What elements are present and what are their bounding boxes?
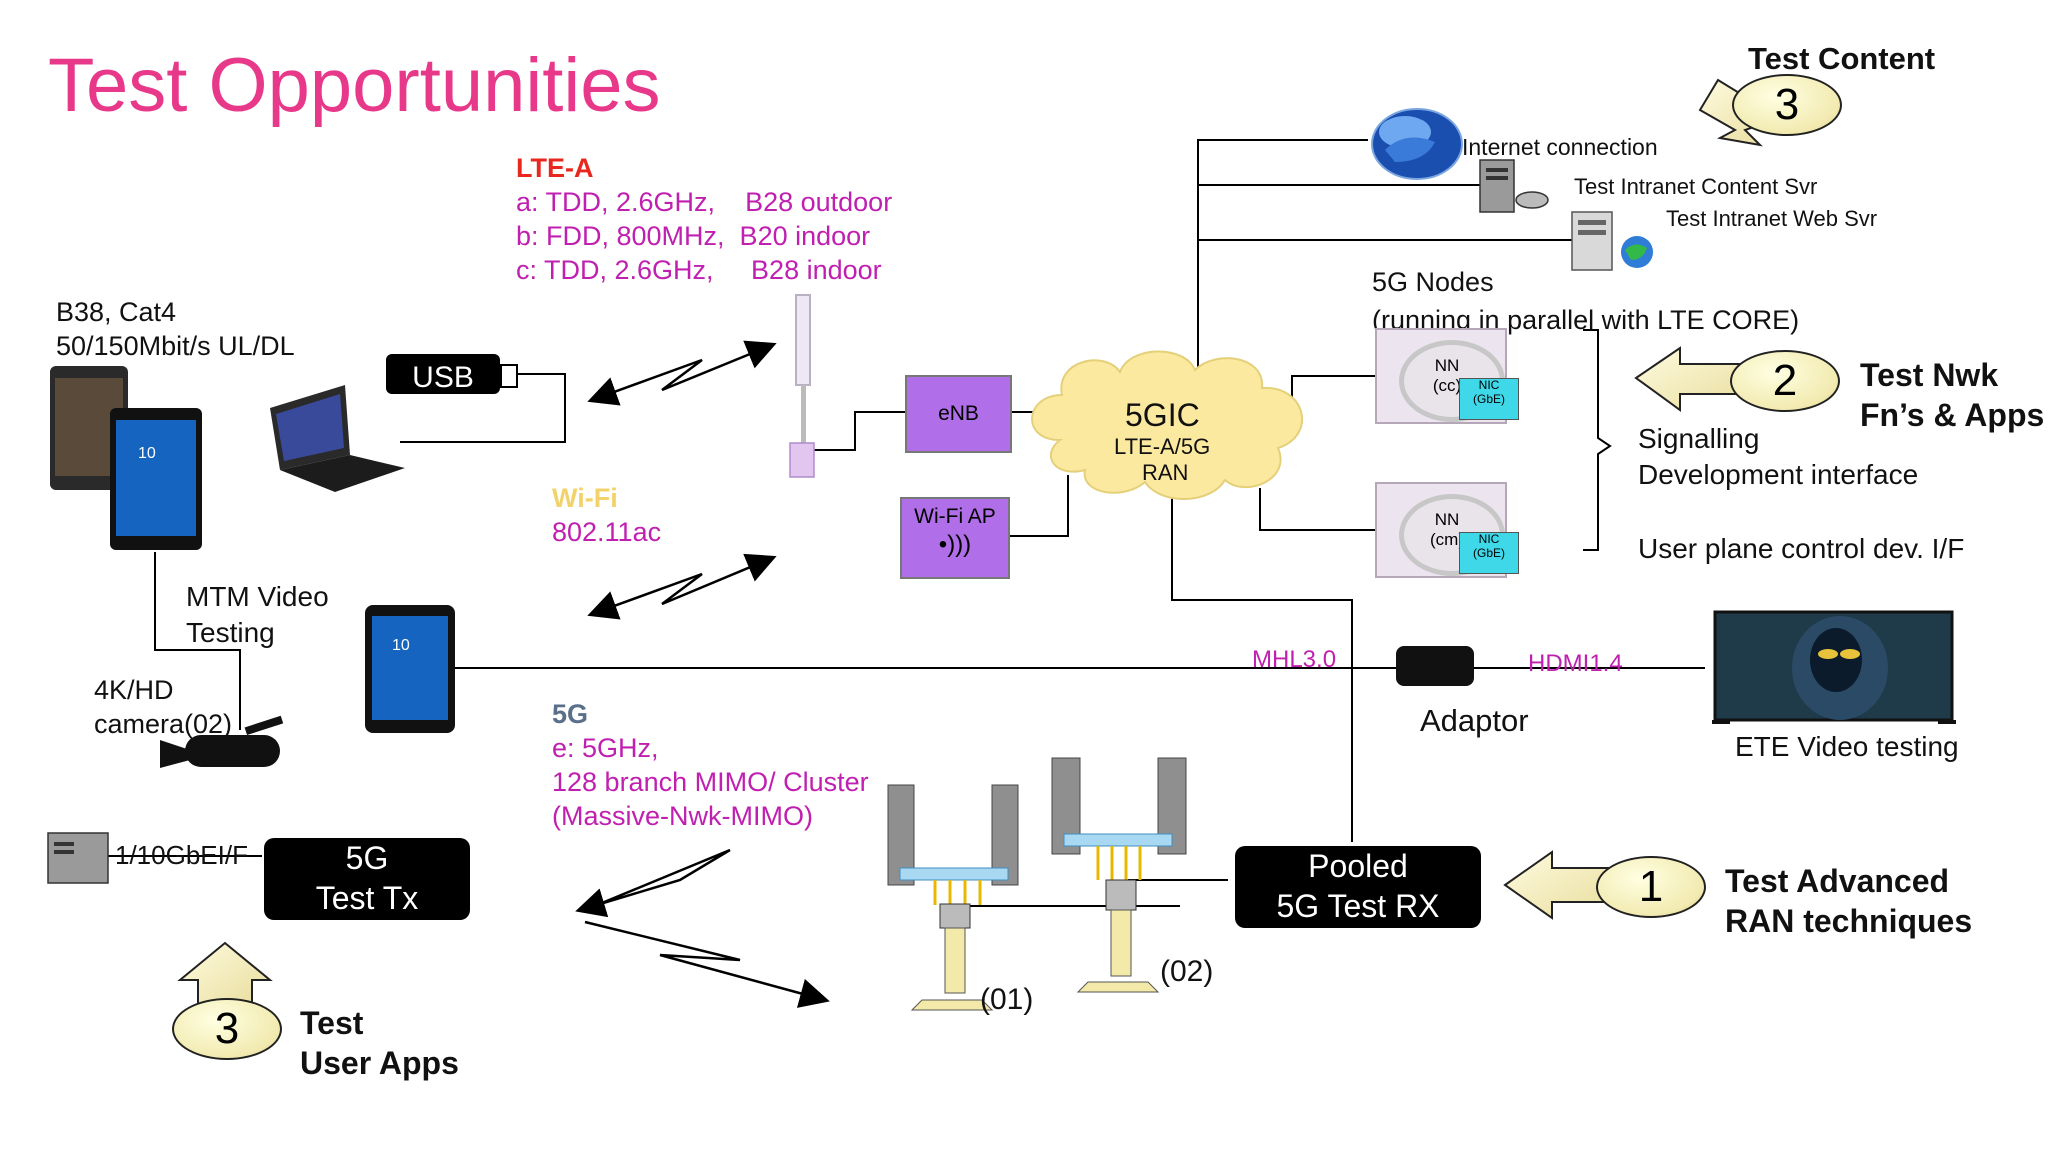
fiveg-line-e: e: 5GHz, xyxy=(552,733,659,763)
web-svr-label: Test Intranet Web Svr xyxy=(1666,206,1878,231)
lte-line-a: a: TDD, 2.6GHz, B28 outdoor xyxy=(516,187,893,217)
test-tx-line-1: 5G xyxy=(345,840,389,876)
fiveg-heading: 5G xyxy=(552,699,589,729)
dev-interface-label: Development interface xyxy=(1638,459,1919,490)
nodes-heading: 5G Nodes xyxy=(1372,267,1494,297)
test-rx-box: Pooled 5G Test RX xyxy=(1235,846,1481,928)
lte-line-c: c: TDD, 2.6GHz, B28 indoor xyxy=(516,255,882,285)
antenna-01-icon xyxy=(887,784,1019,1011)
gic-sub-1: LTE-A/5G xyxy=(1114,434,1211,459)
globe-icon xyxy=(1371,108,1463,180)
mtm-label-1: MTM Video xyxy=(186,581,329,612)
signalling-label: Signalling xyxy=(1638,423,1760,454)
lte-radio-link xyxy=(587,340,777,406)
gic-testrx-link xyxy=(1171,490,1353,842)
test-tx-line-2: Test Tx xyxy=(315,880,419,916)
callout-content-number: 3 xyxy=(1732,74,1842,136)
gic-nn1-link xyxy=(1291,375,1378,400)
wifiap-gic-link xyxy=(1007,475,1069,537)
content-svr-label: Test Intranet Content Svr xyxy=(1574,174,1818,199)
phone-camera-link xyxy=(154,552,241,730)
camera-label-2: camera(02) xyxy=(94,709,233,739)
usb-cable xyxy=(400,373,566,443)
gic-nn2-link xyxy=(1259,488,1378,531)
fiveg-line-massive: (Massive-Nwk-MIMO) xyxy=(552,801,813,831)
desktop-server-icon xyxy=(47,832,109,884)
mhl-label: MHL3.0 xyxy=(1252,646,1337,673)
enb-box: eNB xyxy=(905,375,1012,453)
wifi-signal-icon: •))) xyxy=(938,531,972,558)
mtm-label-2: Testing xyxy=(186,617,275,648)
callout-ran-label-2: RAN techniques xyxy=(1725,903,1973,939)
user-plane-label: User plane control dev. I/F xyxy=(1638,533,1965,564)
callout-ran-number: 1 xyxy=(1596,856,1706,918)
tx-link-label: 1/10GbEI/F xyxy=(115,840,248,870)
adaptor-icon xyxy=(1396,646,1474,686)
callout-nwk-number: 2 xyxy=(1730,350,1840,412)
nn-node-cm: NN (cm) NIC (GbE) xyxy=(1375,482,1519,578)
callout-content-label: Test Content xyxy=(1748,41,1936,76)
callout-ran-label-1: Test Advanced xyxy=(1725,863,1950,899)
fiveg-radio-link-2 xyxy=(584,920,830,1008)
wifi-ap-label: Wi-Fi AP xyxy=(914,505,996,528)
antenna-02-label: (02) xyxy=(1160,955,1214,988)
wifi-ap-box: Wi-Fi AP •))) xyxy=(900,497,1010,579)
phone-spec-2: 50/150Mbit/s UL/DL xyxy=(56,331,295,361)
lte-line-b: b: FDD, 800MHz, B20 indoor xyxy=(516,221,871,251)
callout-apps-label-2: User Apps xyxy=(300,1045,459,1081)
phone-blue-icon xyxy=(110,408,202,550)
ete-label: ETE Video testing xyxy=(1735,731,1959,762)
callout-apps-number: 3 xyxy=(172,998,282,1060)
antenna-01-label: (01) xyxy=(980,983,1034,1016)
interfaces-brace xyxy=(1583,329,1612,551)
test-rx-line-2: 5G Test RX xyxy=(1276,888,1440,924)
gic-title: 5GIC xyxy=(1125,397,1200,433)
nic-cm: NIC (GbE) xyxy=(1459,532,1519,574)
lte-heading: LTE-A xyxy=(516,153,594,183)
usb-dongle: USB xyxy=(386,354,500,394)
camera-icon xyxy=(160,715,284,768)
nic-cc: NIC (GbE) xyxy=(1459,378,1519,420)
adaptor-label: Adaptor xyxy=(1420,703,1529,738)
gic-server-trunk xyxy=(1197,139,1368,370)
nn-node-cc: NN (cc) NIC (GbE) xyxy=(1375,328,1519,424)
tablet-icon xyxy=(365,605,455,733)
phone-screen-clock: 10 xyxy=(138,445,156,462)
page-title: Test Opportunities xyxy=(48,43,661,128)
hdmi-label: HDMI1.4 xyxy=(1528,650,1623,677)
camera-label-1: 4K/HD xyxy=(94,675,174,705)
gic-sub-2: RAN xyxy=(1142,460,1189,485)
web-server-icon xyxy=(1571,211,1653,271)
server-icon xyxy=(1479,159,1549,213)
phone-spec-1: B38, Cat4 xyxy=(56,297,177,327)
test-rx-line-1: Pooled xyxy=(1308,848,1408,884)
lte-mast-icon xyxy=(789,294,815,478)
wifi-standard: 802.11ac xyxy=(552,517,662,547)
tv-icon xyxy=(1712,610,1956,724)
callout-nwk-label-2: Fn’s & Apps xyxy=(1860,397,2045,433)
test-tx-box: 5G Test Tx xyxy=(264,838,470,920)
laptop-icon xyxy=(270,385,405,492)
nn-node-cm-label: NN (cm) xyxy=(1430,510,1464,549)
tablet-screen-clock: 10 xyxy=(392,637,410,654)
fiveg-line-mimo: 128 branch MIMO/ Cluster xyxy=(552,767,869,797)
wifi-heading: Wi-Fi xyxy=(552,483,618,513)
wifi-radio-link xyxy=(587,553,777,620)
mast-enb-link xyxy=(812,411,905,451)
antenna-02-icon xyxy=(1051,757,1187,993)
callout-apps-label-1: Test xyxy=(300,1005,364,1041)
usb-plug-icon xyxy=(500,364,518,388)
callout-nwk-label-1: Test Nwk xyxy=(1860,357,1999,393)
nn-node-cc-label: NN (cc) xyxy=(1432,356,1462,395)
gic-cloud xyxy=(1031,350,1304,500)
internet-label: Internet connection xyxy=(1462,134,1658,160)
fiveg-radio-link-1 xyxy=(575,848,731,918)
